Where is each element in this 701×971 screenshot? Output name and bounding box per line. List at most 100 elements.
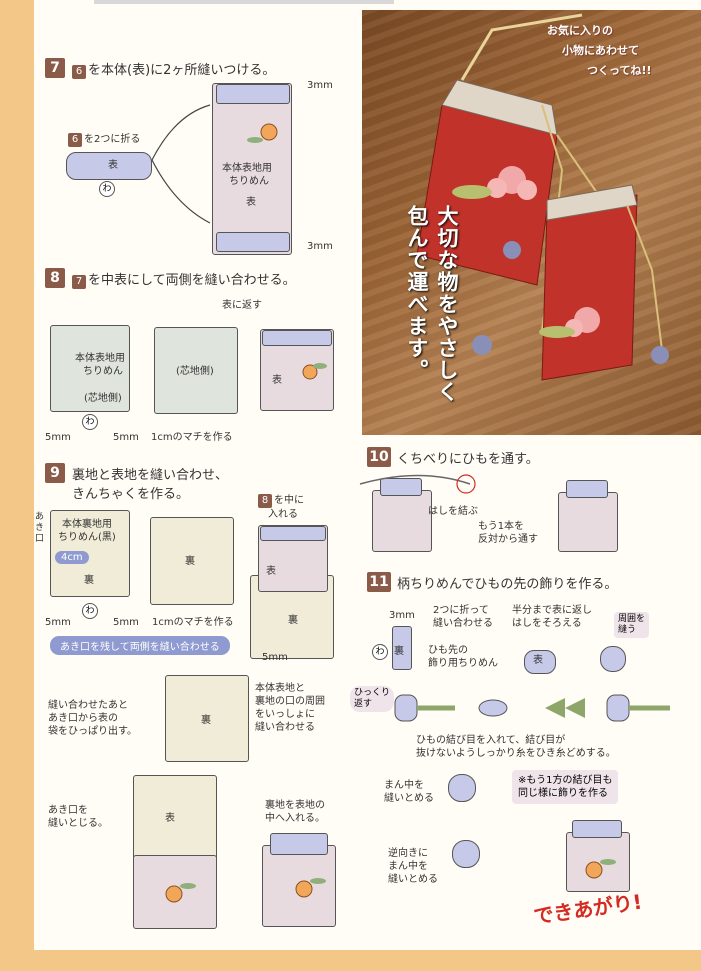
step-11-wa: わ <box>372 644 388 660</box>
step-9-c-label: 表 <box>266 566 276 577</box>
step-9-sew-note-1: 縫い合わせたあと <box>48 700 128 711</box>
step-8-mm-left: 5mm <box>45 432 71 443</box>
flower-icon-final <box>585 859 616 879</box>
step-11-tube <box>392 626 412 670</box>
photo-tagline-2: 包んで運べます。 <box>405 205 429 381</box>
step-11-peri-1: 周囲を <box>618 614 646 624</box>
step-9-c-strip <box>260 526 326 541</box>
step-11-peri-2: 縫う <box>618 625 637 635</box>
step-11-flip-2: 返す <box>354 699 373 709</box>
step-11-knot-note-2: 抜けないようしっかり糸をひき糸どめする。 <box>416 748 616 759</box>
step-9-mouth-note-1: 本体表地と <box>255 683 305 694</box>
step-11-peri: 周囲を縫う <box>614 612 650 638</box>
step-9-banner: あき口を残して両側を縫い合わせる <box>50 636 230 655</box>
step-8-a-label-1: 本体表地用 <box>75 353 125 364</box>
step-9-mouth-note-2: 裏地の口の周囲 <box>255 696 325 707</box>
step-7-fold-text: を2つに折る <box>84 134 141 145</box>
step-11-note-2: 同じ様に飾りを作る <box>518 788 608 799</box>
step-8-ref: 7 <box>72 275 86 289</box>
step-9-cm4: 4cm <box>55 551 89 564</box>
step-9-close-2: 縫いとじる。 <box>48 818 108 829</box>
step-9-title-2: きんちゃくを作る。 <box>72 487 190 502</box>
step-7-fold-ref: 6 <box>68 133 82 147</box>
step-7-mm-bottom: 3mm <box>307 241 333 252</box>
step-9-h-strip <box>270 833 328 855</box>
step-8-b-label: (芯地側) <box>176 366 214 377</box>
step-11-fold-2: 縫い合わせる <box>433 618 493 629</box>
step-11-fold-1: 2つに折って <box>433 605 489 616</box>
folded-strip <box>66 152 152 180</box>
final-pouch-strip <box>572 820 622 838</box>
step-7-mm-top: 3mm <box>307 80 333 91</box>
step-8-c-strip <box>262 330 332 346</box>
top-rule <box>94 0 394 4</box>
step-9-mm-right: 5mm <box>113 617 139 628</box>
photo-caption-1: お気に入りの <box>547 24 613 37</box>
step-9-mouth-note-3: をいっしょに <box>255 709 315 720</box>
step-10-number: 10 <box>367 447 391 467</box>
step-11-rev-2: まん中を <box>388 861 428 872</box>
photo-caption-2: 小物にあわせて <box>562 44 639 57</box>
step-7-ref: 6 <box>72 65 86 79</box>
step-9-inner-1: 裏地を表地の <box>265 800 325 811</box>
step-10-a-strip <box>380 478 422 496</box>
step-8-mm-right: 5mm <box>113 432 139 443</box>
step-11-ura: 裏 <box>394 646 404 657</box>
step-11-deco-2: 飾り用ちりめん <box>428 658 498 669</box>
flower-icon-9 <box>295 878 326 898</box>
step-9-body-b <box>150 517 234 605</box>
step-11-half-1: 半分まで表に返し <box>512 605 592 616</box>
step-9-f-label: 表 <box>165 813 175 824</box>
step-7-number: 7 <box>45 58 65 78</box>
step-7-top-strip <box>216 84 290 104</box>
step-10-other-1: もう1本を <box>478 521 525 532</box>
step-11-center-2: 縫いとめる <box>384 793 434 804</box>
step-8-number: 8 <box>45 268 65 288</box>
step-9-a-label-1: 本体裏地用 <box>62 519 112 530</box>
step-8-a-label-3: (芯地側) <box>84 393 122 404</box>
step-10-cord <box>359 474 476 494</box>
step-11-omote: 表 <box>533 655 543 666</box>
pouch-illustration <box>416 13 669 381</box>
step-11-center-1: まん中を <box>384 780 424 791</box>
step-8-body-b <box>154 327 238 414</box>
step-7-body-label-1: 本体表地用 <box>222 163 272 174</box>
step-10-b-strip <box>566 480 608 498</box>
fold-mark: わ <box>99 181 115 197</box>
flower-icon-9b <box>165 883 196 903</box>
step-9-close-1: あき口を <box>48 805 88 816</box>
step-9-b-label: 裏 <box>185 556 195 567</box>
step-11-note: ※もう1方の結び目も同じ様に飾りを作る <box>512 770 619 804</box>
flower-icon <box>247 123 278 143</box>
photo-caption-3: つくってね!! <box>587 64 652 77</box>
step-8-c-label: 表 <box>272 375 282 386</box>
step-11-ball <box>600 646 626 672</box>
step-9-mm5: 5mm <box>262 652 288 663</box>
step-11-title: 柄ちりめんでひもの先の飾りを作る。 <box>397 577 618 592</box>
step-9-inner-2: 中へ入れる。 <box>265 813 325 824</box>
step-11-flip: ひっくり返す <box>350 686 395 712</box>
step-9-sew-note-2: あき口から表の <box>48 713 118 724</box>
step-11-number: 11 <box>367 572 391 592</box>
step-11-half-2: はしをそろえる <box>512 618 582 629</box>
step-7-body <box>212 83 292 255</box>
step-9-opening: あき口 <box>35 512 45 544</box>
step-9-a-label-2: ちりめん(黒) <box>58 532 116 543</box>
step-10-other-2: 反対から通す <box>478 534 538 545</box>
step-7-arrows <box>151 104 211 224</box>
step-9-a-label-3: 裏 <box>84 575 94 586</box>
step-11-deco-1: ひも先の <box>428 645 468 656</box>
step-10-pouch-a <box>372 490 432 552</box>
step-7-body-label-3: 表 <box>246 197 256 208</box>
step-9-gusset: 1cmのマチを作る <box>152 617 234 628</box>
step-8-title-text: を中表にして両側を縫い合わせる。 <box>88 273 296 288</box>
step-9-insert-ref: 8 <box>258 494 272 508</box>
left-border <box>0 0 34 971</box>
photo-tagline-1: 大切な物をやさしく <box>435 205 459 403</box>
strip-label: 表 <box>108 160 118 171</box>
step-10-knot: はしを結ぶ <box>428 506 478 517</box>
flower-icon-8 <box>302 363 327 380</box>
